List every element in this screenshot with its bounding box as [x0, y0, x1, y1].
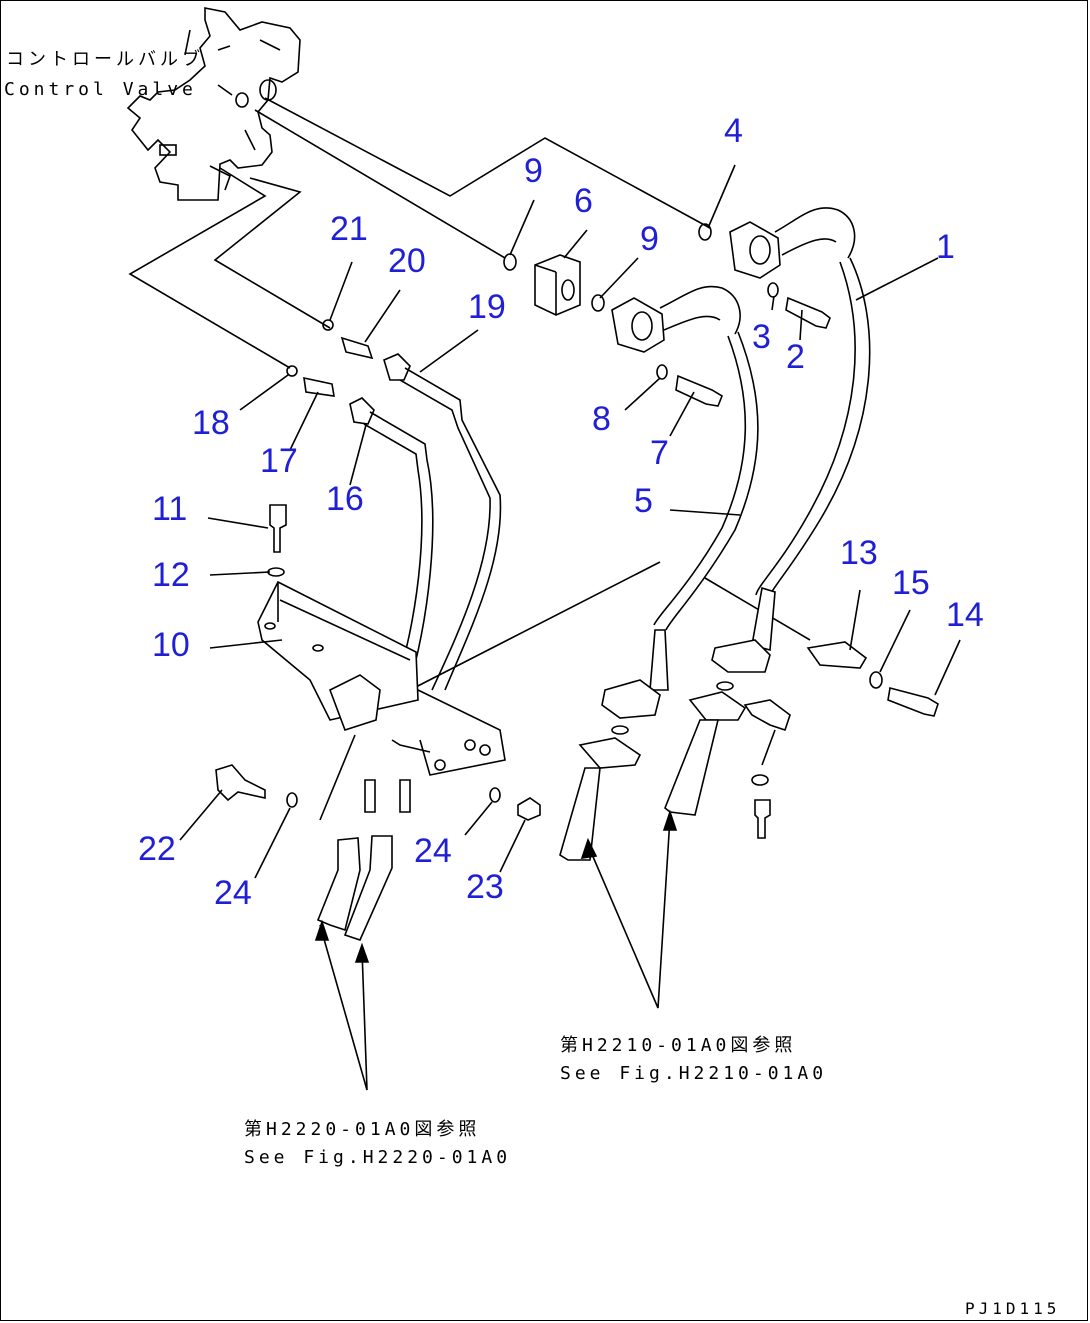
callout-20: 20: [388, 242, 426, 280]
callout-3: 3: [752, 318, 771, 356]
callout-13: 13: [840, 534, 878, 572]
callout-17: 17: [260, 442, 298, 480]
control-valve-label-en: Control Valve: [4, 79, 197, 100]
callout-1: 1: [936, 228, 955, 266]
callout-7: 7: [650, 434, 669, 472]
callout-8: 8: [592, 400, 611, 438]
callout-15: 15: [892, 564, 930, 602]
connection-lines: [128, 97, 811, 691]
block-part-6: [534, 254, 581, 316]
callout-24b: 24: [414, 832, 452, 870]
hose-part-5: [611, 285, 759, 631]
callout-12: 12: [152, 556, 190, 594]
reference-label-2-en: See Fig.H2220-01A0: [244, 1147, 512, 1168]
callout-5: 5: [634, 482, 653, 520]
lower-left-hoses: [215, 764, 541, 941]
callout-9b: 9: [640, 220, 659, 258]
leader-lines: [179, 84, 961, 879]
callout-19: 19: [468, 288, 506, 326]
callout-16: 16: [326, 480, 364, 518]
callout-24a: 24: [214, 874, 252, 912]
callout-22: 22: [138, 830, 176, 868]
bolts-and-washers: [656, 282, 831, 407]
callout-4: 4: [724, 112, 743, 150]
lower-right-hoses: [559, 586, 939, 861]
callout-6: 6: [574, 182, 593, 220]
callout-11: 11: [152, 490, 188, 528]
callout-10: 10: [152, 626, 190, 664]
callout-14: 14: [946, 596, 984, 634]
reference-label-1-en: See Fig.H2210-01A0: [560, 1063, 828, 1084]
control-valve-drawing: [126, 7, 301, 201]
hose-part-1: [729, 207, 871, 601]
reference-label-2-jp: 第H2220-01A0図参照: [244, 1119, 481, 1140]
bracket-part-10: [257, 504, 506, 821]
callout-9a: 9: [524, 152, 543, 190]
callout-2: 2: [786, 338, 805, 376]
callout-21: 21: [330, 210, 368, 248]
callout-18: 18: [192, 404, 230, 442]
callout-23: 23: [466, 868, 504, 906]
drawing-code: PJ1D115: [965, 1299, 1061, 1318]
reference-label-1-jp: 第H2210-01A0図参照: [560, 1035, 797, 1056]
reference-arrows: [314, 809, 678, 1091]
control-valve-label-jp: コントロールバルブ: [6, 49, 204, 70]
